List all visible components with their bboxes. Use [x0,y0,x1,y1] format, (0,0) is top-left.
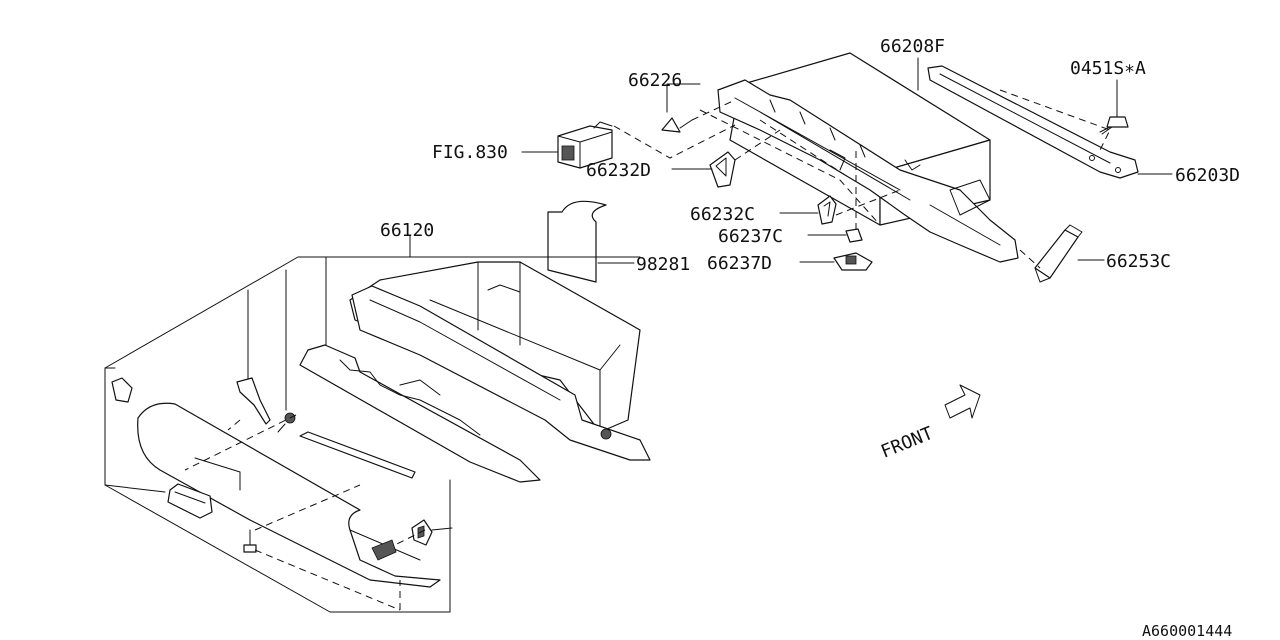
label-66203D: 66203D [1175,165,1240,186]
label-66226: 66226 [628,70,682,91]
leader-lines [409,57,1173,264]
label-front: FRONT [878,423,936,463]
switch-fig-830 [557,121,613,169]
glovebox-lid-outer [137,402,441,588]
lid-clips [111,377,433,553]
part-labels: 66208F 0451S∗A 66226 FIG.830 66232D 6620… [380,36,1240,640]
glovebox-bin [349,261,651,461]
label-0451S-A: 0451S∗A [1070,58,1146,79]
rail-part-66203D [927,65,1139,179]
label-66237D: 66237D [707,253,772,274]
assembly-lines-lower [104,367,453,611]
diagram-id: A660001444 [1142,622,1232,640]
bumper-part-66232C [817,195,837,225]
weatherstrip [299,431,416,479]
bumper-part-66232D [709,151,736,188]
label-66232C: 66232C [690,204,755,225]
label-fig-830: FIG.830 [432,142,508,163]
glovebox-lid-inner [299,344,541,483]
label-66232D: 66232D [586,160,651,181]
glovebox-handle [167,483,213,519]
assembly-lines-upper [613,89,1111,269]
block-part-66237C [845,228,863,243]
damper-part-66253C [1034,224,1083,283]
label-sheet-98281 [547,200,607,283]
screw-0451S-A [1099,79,1129,135]
glovebox-housing [717,52,1019,263]
label-66237C: 66237C [718,226,783,247]
label-98281: 98281 [636,254,690,275]
label-66208F: 66208F [880,36,945,57]
latch-part-66237D [833,252,873,271]
front-arrow [944,384,981,419]
label-66253C: 66253C [1106,251,1171,272]
label-66120: 66120 [380,220,434,241]
